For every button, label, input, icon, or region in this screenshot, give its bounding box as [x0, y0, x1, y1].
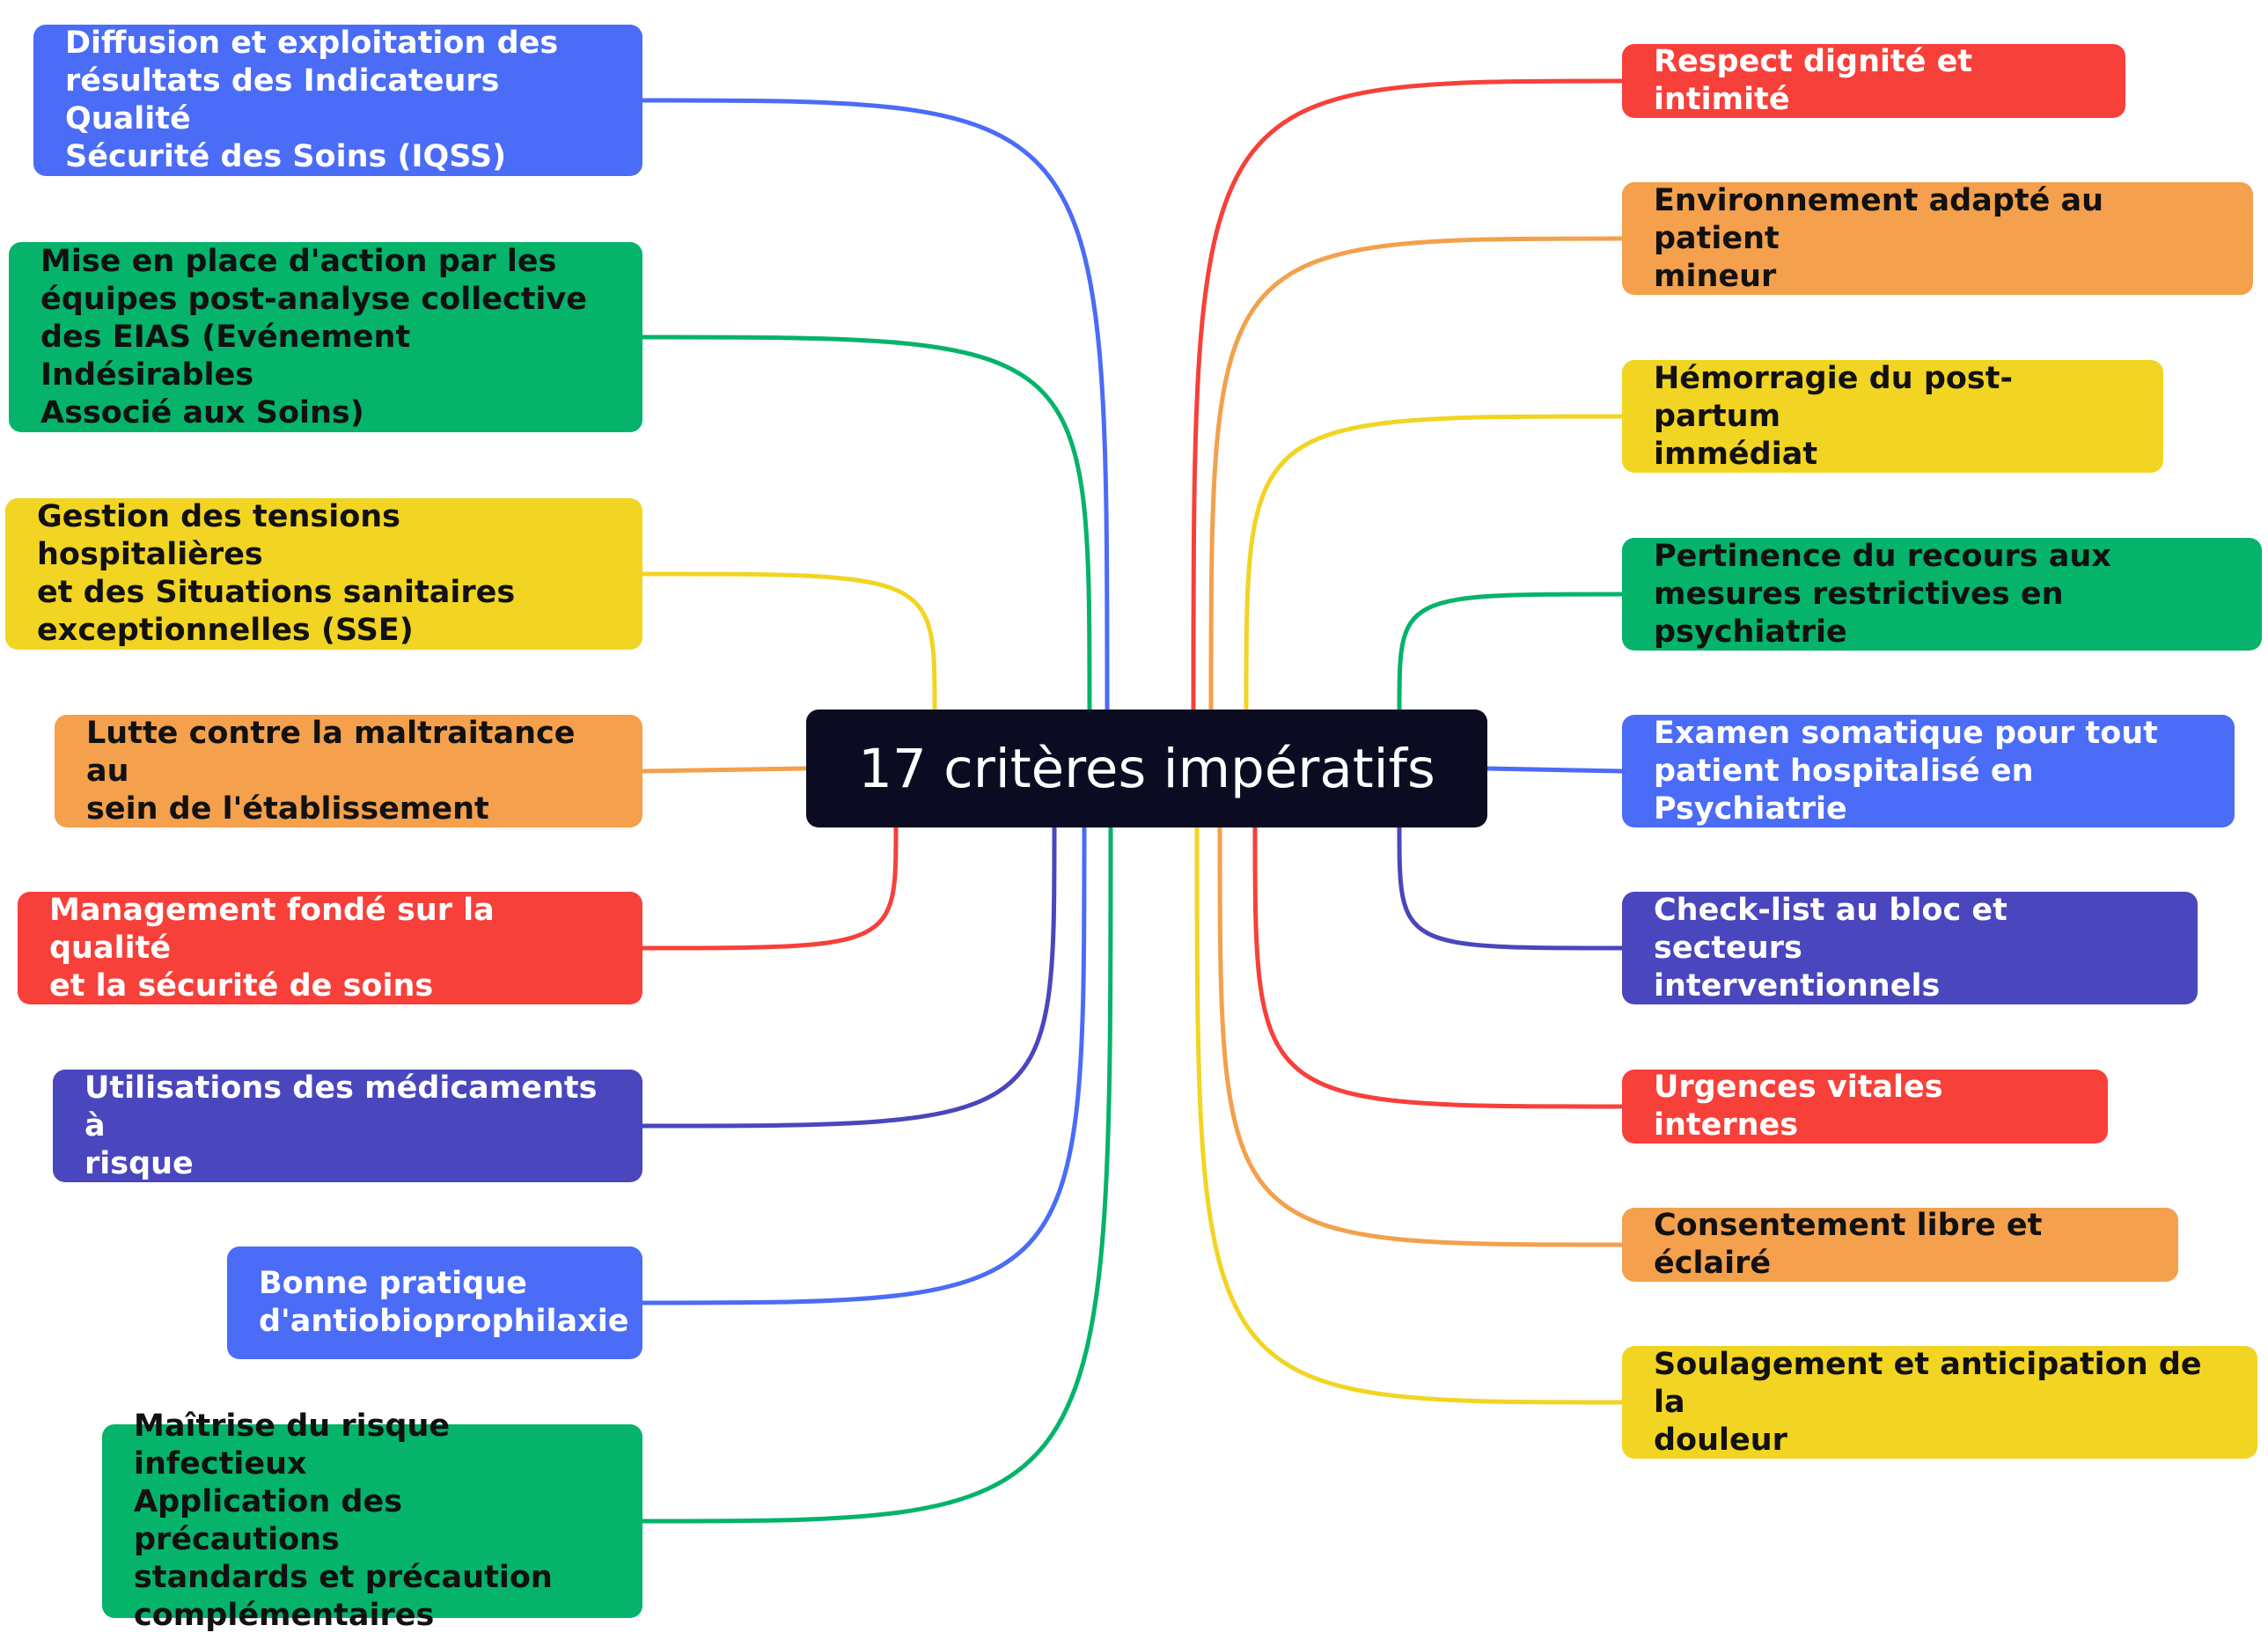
- right-node-mesures-restrictives-label: Pertinence du recours aux mesures restri…: [1654, 538, 2111, 650]
- right-node-consentement-label: Consentement libre et éclairé: [1654, 1208, 2043, 1281]
- connector-right-4: [1485, 766, 1625, 774]
- connector-right-0: [1191, 78, 1625, 712]
- right-node-urgences-vitales: Urgences vitales internes: [1622, 1070, 2108, 1144]
- connector-left-0: [640, 98, 1110, 712]
- left-node-maltraitance-label: Lutte contre la maltraitance au sein de …: [86, 715, 576, 827]
- connector-right-2: [1244, 414, 1625, 712]
- left-node-antibioprophylaxie-label: Bonne pratique d'antiobioprophilaxie: [259, 1266, 629, 1339]
- left-node-medicaments-label: Utilisations des médicaments à risque: [84, 1070, 598, 1181]
- connector-right-6: [1252, 825, 1625, 1109]
- right-node-examen-somatique: Examen somatique pour tout patient hospi…: [1622, 715, 2235, 827]
- connector-left-4: [640, 825, 899, 951]
- left-node-eias: Mise en place d'action par les équipes p…: [9, 242, 642, 432]
- left-node-sse: Gestion des tensions hospitalières et de…: [5, 498, 642, 650]
- right-node-hemorragie-label: Hémorragie du post-partum immédiat: [1654, 360, 2014, 472]
- connector-left-6: [640, 825, 1087, 1305]
- connector-right-5: [1397, 825, 1625, 951]
- connector-left-5: [640, 825, 1057, 1129]
- left-node-maltraitance: Lutte contre la maltraitance au sein de …: [55, 715, 642, 827]
- left-node-antibioprophylaxie: Bonne pratique d'antiobioprophilaxie: [227, 1247, 642, 1359]
- right-node-dignite-label: Respect dignité et intimité: [1654, 44, 1973, 117]
- right-node-douleur: Soulagement et anticipation de la douleu…: [1622, 1346, 2257, 1459]
- left-node-management: Management fondé sur la qualité et la sé…: [18, 892, 642, 1004]
- connector-right-1: [1208, 236, 1625, 712]
- right-node-urgences-vitales-label: Urgences vitales internes: [1654, 1070, 1943, 1143]
- right-node-check-list-label: Check-list au bloc et secteurs intervent…: [1654, 892, 2007, 1004]
- left-node-risque-infectieux: Maîtrise du risque infectieux Applicatio…: [102, 1408, 642, 1633]
- right-node-douleur-label: Soulagement et anticipation de la douleu…: [1654, 1346, 2202, 1458]
- left-node-iqss: Diffusion et exploitation des résultats …: [33, 25, 642, 176]
- connector-right-3: [1397, 592, 1625, 712]
- connector-left-2: [640, 571, 937, 712]
- left-node-eias-label: Mise en place d'action par les équipes p…: [40, 243, 587, 430]
- right-node-patient-mineur: Environnement adapté au patient mineur: [1622, 182, 2253, 295]
- connector-left-7: [640, 825, 1113, 1524]
- connector-right-7: [1217, 825, 1625, 1247]
- left-node-risque-infectieux-label: Maîtrise du risque infectieux Applicatio…: [134, 1408, 553, 1633]
- left-node-management-label: Management fondé sur la qualité et la sé…: [49, 892, 495, 1004]
- right-node-dignite: Respect dignité et intimité: [1622, 44, 2125, 118]
- central-topic-label: 17 critères impératifs: [858, 737, 1435, 800]
- central-topic: 17 critères impératifs: [806, 710, 1487, 827]
- left-node-medicaments: Utilisations des médicaments à risque: [53, 1070, 642, 1182]
- left-node-sse-label: Gestion des tensions hospitalières et de…: [37, 499, 516, 648]
- right-node-hemorragie: Hémorragie du post-partum immédiat: [1622, 360, 2163, 473]
- right-node-examen-somatique-label: Examen somatique pour tout patient hospi…: [1654, 715, 2158, 827]
- connector-right-8: [1194, 825, 1625, 1405]
- right-node-consentement: Consentement libre et éclairé: [1622, 1208, 2178, 1282]
- right-node-mesures-restrictives: Pertinence du recours aux mesures restri…: [1622, 538, 2262, 651]
- connector-left-1: [640, 335, 1092, 712]
- connector-left-3: [640, 766, 809, 774]
- left-node-iqss-label: Diffusion et exploitation des résultats …: [65, 26, 559, 174]
- right-node-patient-mineur-label: Environnement adapté au patient mineur: [1654, 182, 2104, 294]
- right-node-check-list: Check-list au bloc et secteurs intervent…: [1622, 892, 2198, 1004]
